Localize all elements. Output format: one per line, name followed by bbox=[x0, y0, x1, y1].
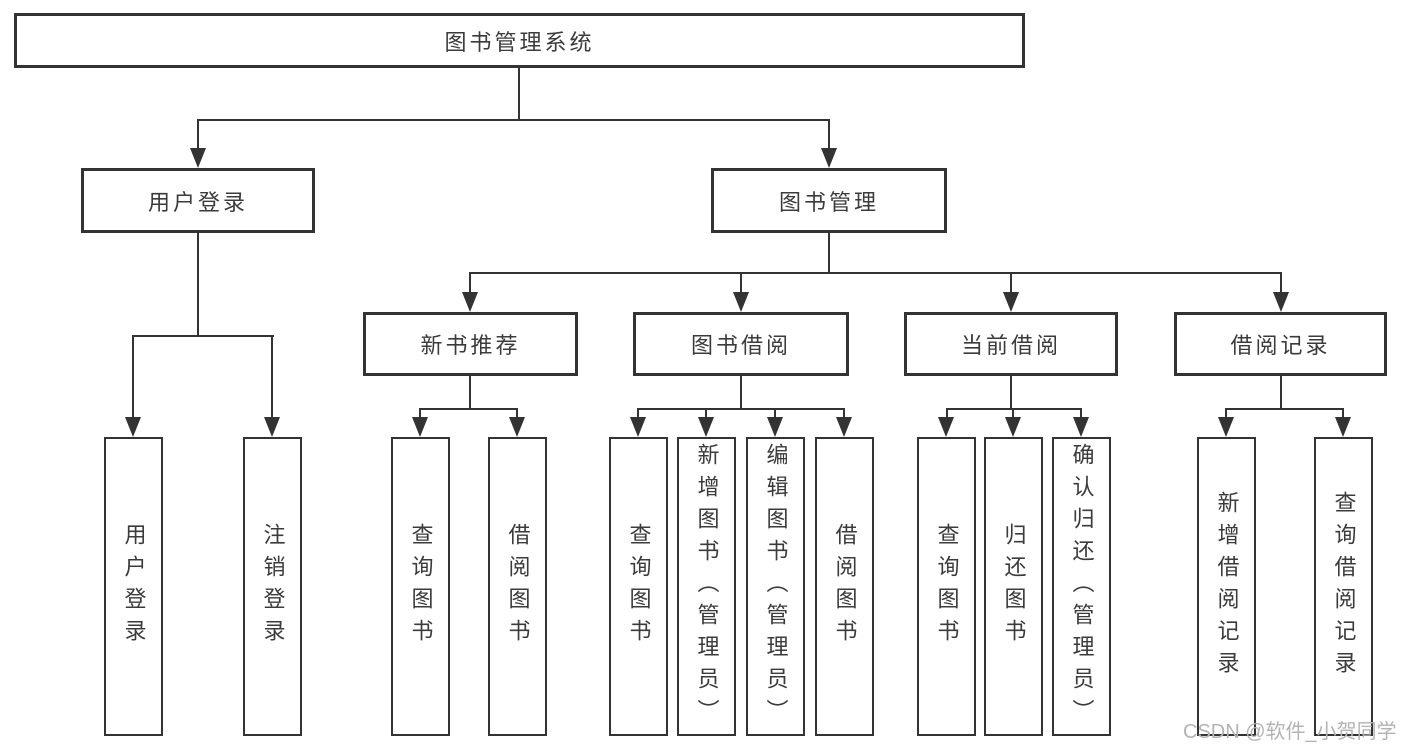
arrow-down-icon bbox=[1273, 292, 1289, 312]
arrow-down-icon bbox=[1335, 417, 1351, 437]
node-label: 新书推荐 bbox=[420, 333, 521, 358]
arrow-down-icon bbox=[938, 417, 954, 437]
arrow-down-icon bbox=[190, 148, 206, 168]
arrow-down-icon bbox=[462, 292, 478, 312]
connector-line bbox=[197, 119, 830, 121]
csdn-watermark: CSDN @软件_小贺同学 bbox=[1183, 721, 1397, 743]
leaf-query-books-current: 查询图书 bbox=[917, 437, 976, 736]
connector-line bbox=[469, 376, 471, 409]
arrow-down-icon bbox=[698, 417, 714, 437]
node-label: 借阅图书 bbox=[505, 522, 531, 651]
leaf-query-books-recommend: 查询图书 bbox=[391, 437, 450, 736]
connector-line bbox=[132, 335, 274, 337]
node-label: 查询图书 bbox=[408, 522, 434, 651]
connector-line bbox=[637, 408, 845, 410]
connector-line bbox=[1342, 408, 1344, 420]
connector-line bbox=[740, 272, 742, 295]
arrow-down-icon bbox=[125, 417, 141, 437]
node-new-book-recommend: 新书推荐 bbox=[363, 312, 578, 376]
connector-line bbox=[1010, 272, 1012, 295]
node-label: 查询图书 bbox=[934, 522, 960, 651]
connector-line bbox=[271, 335, 273, 420]
node-label: 借阅图书 bbox=[832, 522, 858, 651]
leaf-borrow-books: 借阅图书 bbox=[815, 437, 874, 736]
node-user-login: 用户登录 bbox=[81, 168, 315, 233]
arrow-down-icon bbox=[767, 417, 783, 437]
arrow-down-icon bbox=[1218, 417, 1234, 437]
connector-line bbox=[637, 408, 639, 420]
leaf-query-books-borrowing: 查询图书 bbox=[609, 437, 668, 736]
connector-line bbox=[843, 408, 845, 420]
arrow-down-icon bbox=[509, 417, 525, 437]
connector-line bbox=[1280, 272, 1282, 295]
node-label: 图书管理 bbox=[778, 189, 879, 215]
leaf-edit-books-admin: 编辑图书（管理员） bbox=[746, 437, 805, 736]
arrow-down-icon bbox=[1003, 292, 1019, 312]
leaf-logout: 注销登录 bbox=[243, 437, 302, 736]
leaf-add-borrow-record: 新增借阅记录 bbox=[1197, 437, 1256, 736]
connector-line bbox=[197, 233, 199, 335]
connector-line bbox=[828, 233, 830, 274]
node-label: 确认归还（管理员） bbox=[1069, 442, 1095, 731]
node-label: 注销登录 bbox=[260, 522, 286, 651]
connector-line bbox=[419, 408, 518, 410]
leaf-add-books-admin: 新增图书（管理员） bbox=[677, 437, 736, 736]
node-label: 用户登录 bbox=[147, 189, 248, 215]
node-label: 归还图书 bbox=[1001, 522, 1027, 651]
connector-line bbox=[1280, 376, 1282, 409]
node-label: 查询借阅记录 bbox=[1331, 490, 1357, 683]
arrow-down-icon bbox=[630, 417, 646, 437]
connector-line bbox=[469, 272, 1282, 274]
arrow-down-icon bbox=[733, 292, 749, 312]
connector-line bbox=[1080, 408, 1082, 420]
leaf-return-books: 归还图书 bbox=[984, 437, 1043, 736]
leaf-user-login: 用户登录 bbox=[104, 437, 163, 736]
connector-line bbox=[705, 408, 707, 420]
connector-line bbox=[469, 272, 471, 295]
arrow-down-icon bbox=[1073, 417, 1089, 437]
arrow-down-icon bbox=[821, 148, 837, 168]
node-current-borrowing: 当前借阅 bbox=[904, 312, 1118, 376]
connector-line bbox=[518, 68, 520, 119]
connector-line bbox=[828, 119, 830, 151]
arrow-down-icon bbox=[836, 417, 852, 437]
node-label: 用户登录 bbox=[121, 522, 147, 651]
connector-line bbox=[774, 408, 776, 420]
connector-line bbox=[740, 376, 742, 409]
node-book-management: 图书管理 bbox=[711, 168, 947, 233]
node-label: 新增图书（管理员） bbox=[694, 442, 720, 731]
connector-line bbox=[516, 408, 518, 420]
node-label: 当前借阅 bbox=[960, 333, 1061, 358]
arrow-down-icon bbox=[264, 417, 280, 437]
connector-line bbox=[946, 408, 1082, 410]
connector-line bbox=[1012, 408, 1014, 420]
node-label: 图书借阅 bbox=[690, 333, 791, 358]
connector-line bbox=[1225, 408, 1344, 410]
node-label: 编辑图书（管理员） bbox=[763, 442, 789, 731]
arrow-down-icon bbox=[1005, 417, 1021, 437]
node-book-borrowing: 图书借阅 bbox=[633, 312, 849, 376]
connector-line bbox=[1010, 376, 1012, 409]
connector-line bbox=[132, 335, 134, 420]
leaf-borrow-books-recommend: 借阅图书 bbox=[488, 437, 547, 736]
node-label: 查询图书 bbox=[626, 522, 652, 651]
arrow-down-icon bbox=[412, 417, 428, 437]
node-label: 图书管理系统 bbox=[444, 29, 595, 55]
node-label: 借阅记录 bbox=[1230, 333, 1331, 358]
connector-line bbox=[946, 408, 948, 420]
connector-line bbox=[1225, 408, 1227, 420]
node-label: 新增借阅记录 bbox=[1214, 490, 1240, 683]
node-library-management-system: 图书管理系统 bbox=[14, 13, 1025, 68]
leaf-confirm-return-admin: 确认归还（管理员） bbox=[1052, 437, 1111, 736]
connector-line bbox=[419, 408, 421, 420]
node-borrowing-records: 借阅记录 bbox=[1174, 312, 1387, 376]
leaf-query-borrow-record: 查询借阅记录 bbox=[1314, 437, 1373, 736]
connector-line bbox=[197, 119, 199, 151]
